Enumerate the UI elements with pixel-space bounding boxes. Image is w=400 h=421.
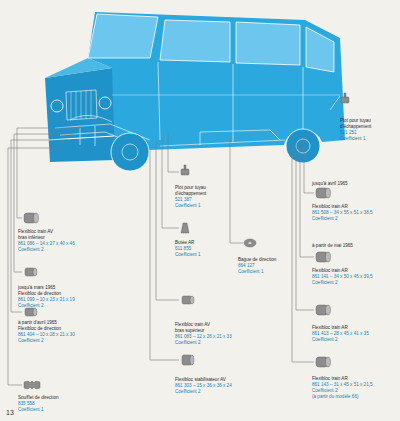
part-label: bras supérieur bbox=[175, 328, 204, 333]
part-label: Flexibloc de direction bbox=[18, 291, 61, 296]
part-label: à partir de mai 1965 bbox=[312, 243, 353, 248]
part-label: Flexibloc train AV bbox=[175, 322, 210, 327]
part-label: Coefficient 2 bbox=[312, 388, 337, 393]
part-label: Flexibloc train AR bbox=[312, 268, 348, 273]
leader-lines bbox=[8, 102, 339, 385]
part-label: 835 558 bbox=[18, 401, 35, 406]
part-label: 864 127 bbox=[238, 263, 255, 268]
part-label: 861 303 – 15 x 36 x 36 x 24 bbox=[175, 383, 232, 388]
part-label: Flexibloc train AR bbox=[312, 325, 348, 330]
part-label: 861 508 – 34 x 55 x 51 x 38,5 bbox=[312, 210, 373, 215]
part-label: bras inférieur bbox=[18, 235, 45, 240]
part-label: Coefficient 1 bbox=[340, 136, 365, 141]
part-label: 861 099 – 10 x 23 x 21 x 19 bbox=[18, 297, 75, 302]
part-label: 861 141 – 34 x 50 x 45 x 39,5 bbox=[312, 274, 373, 279]
part-label: (à partir du modèle 66) bbox=[312, 394, 358, 399]
part-label: Coefficient 2 bbox=[175, 389, 200, 394]
part-label: Coefficient 1 bbox=[175, 252, 200, 257]
part-label: Coefficient 1 bbox=[175, 203, 200, 208]
part-label: Plot pour tuyau bbox=[175, 185, 206, 190]
part-label: Flexibloc train AR bbox=[312, 204, 348, 209]
part-label: jusqu'à avril 1965 bbox=[312, 181, 348, 186]
part-label: Flexibloc stabilisateur AV bbox=[175, 377, 226, 382]
part-label: Coefficient 2 bbox=[175, 340, 200, 345]
part-label: Coefficient 1 bbox=[238, 269, 263, 274]
part-label: Coefficient 2 bbox=[18, 338, 43, 343]
part-label: Coefficient 1 bbox=[18, 407, 43, 412]
part-label: Flexibloc train AV bbox=[18, 229, 53, 234]
part-label: 861 404 – 10 x 28 x 21 x 30 bbox=[18, 332, 75, 337]
part-label: Bague de direction bbox=[238, 257, 276, 262]
part-label: 521 387 bbox=[175, 197, 192, 202]
part-label: Soufflet de direction bbox=[18, 395, 59, 400]
part-label: 521 251 bbox=[340, 130, 357, 135]
part-label: Coefficient 2 bbox=[18, 303, 43, 308]
part-label: Butée AR bbox=[175, 240, 194, 245]
part-label: Flexibloc de direction bbox=[18, 326, 61, 331]
part-label: Coefficient 2 bbox=[312, 337, 337, 342]
part-label: Flexibloc train AR bbox=[312, 376, 348, 381]
part-label: Coefficient 2 bbox=[312, 280, 337, 285]
part-label: d'échappement bbox=[340, 124, 371, 129]
part-label: 861 083 – 12 x 26 x 21 x 33 bbox=[175, 334, 232, 339]
part-label: jusqu'à mars 1965 bbox=[18, 285, 55, 290]
part-label: Coefficient 2 bbox=[312, 216, 337, 221]
part-label: 861 413 – 28 x 45 x 41 x 35 bbox=[312, 331, 369, 336]
part-label: Coefficient 2 bbox=[18, 247, 43, 252]
part-label: Plot pour tuyau bbox=[340, 118, 371, 123]
page-number: 13 bbox=[6, 409, 14, 417]
part-label: d'échappement bbox=[175, 191, 206, 196]
part-label: 861 086 – 14 x 27 x 40 x 46 bbox=[18, 241, 75, 246]
part-label: 611 855 bbox=[175, 246, 191, 251]
part-label: à partir d'avril 1965 bbox=[18, 320, 57, 325]
part-label: 861 143 – 31 x 45 x 51 x 21,5 bbox=[312, 382, 373, 387]
